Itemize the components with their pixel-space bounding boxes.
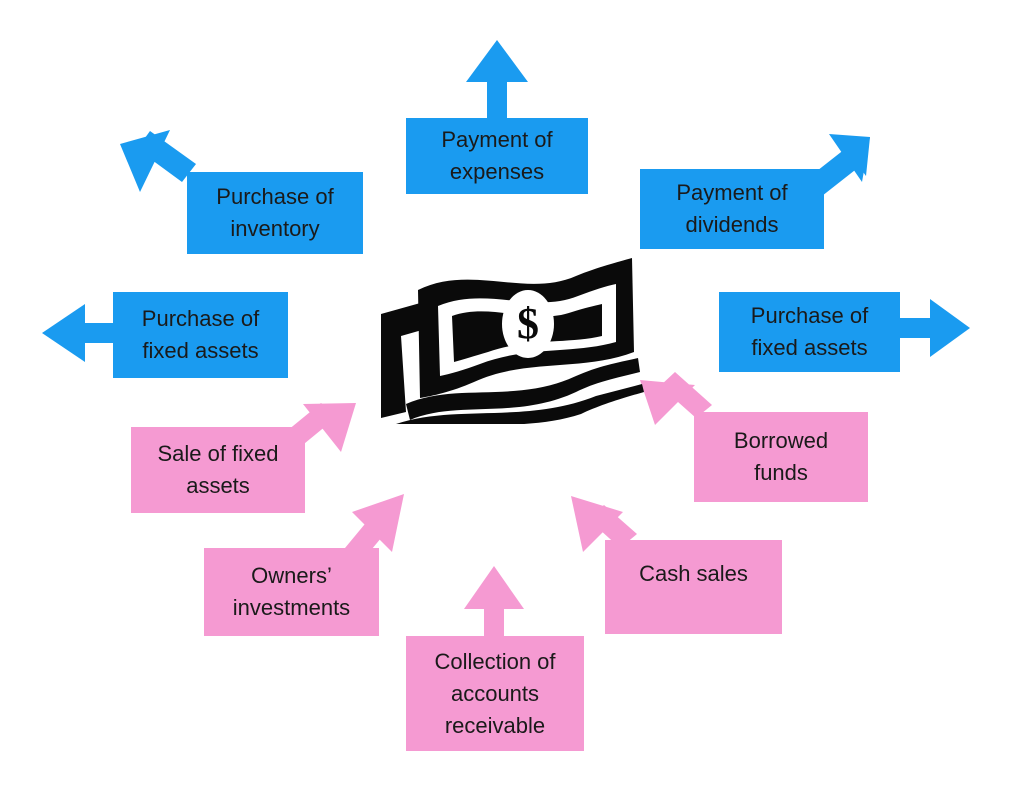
payment-of-dividends-line-1: Payment of	[676, 180, 788, 205]
owners-investments-line-1: Owners’	[251, 563, 332, 588]
sale-of-fixed-assets-line-2: assets	[186, 473, 250, 498]
purchase-of-inventory-line-2: inventory	[230, 216, 320, 241]
purchase-of-inventory-line-1: Purchase of	[216, 184, 334, 209]
arrow-collection-of-accounts-receivable	[464, 566, 524, 641]
purchase-of-fixed-assets-left-line-2: fixed assets	[142, 338, 259, 363]
purchase-of-fixed-assets-right-line-2: fixed assets	[751, 335, 868, 360]
arrow-purchase-of-inventory	[120, 130, 196, 192]
payment-of-expenses-line-2: expenses	[449, 159, 545, 184]
arrow-cash-sales	[571, 496, 637, 552]
owners-investments-box: Owners’ investments	[204, 548, 379, 636]
sale-of-fixed-assets-line-1: Sale of fixed	[157, 441, 279, 466]
arrow-purchase-of-fixed-assets-right	[898, 299, 970, 357]
collection-of-accounts-receivable-line-1: Collection of	[434, 648, 556, 674]
payment-of-expenses-box: Payment of expenses	[406, 118, 588, 194]
purchase-of-fixed-assets-right-line-1: Purchase of	[750, 303, 869, 328]
owners-investments-line-2: investments	[232, 595, 351, 620]
arrow-purchase-of-fixed-assets-left	[42, 304, 116, 362]
cash-sales-line-1: Cash sales	[639, 561, 748, 586]
cash-sales-box: Cash sales	[605, 540, 782, 634]
arrow-borrowed-funds	[640, 372, 712, 425]
sale-of-fixed-assets-box: Sale of fixed assets	[131, 427, 305, 513]
borrowed-funds-line-1: Borrowed	[733, 428, 829, 453]
dollar-bill-icon: $	[381, 258, 644, 424]
collection-of-accounts-receivable-line-3: receivable	[444, 712, 546, 738]
purchase-of-fixed-assets-right-box: Purchase of fixed assets	[719, 292, 900, 372]
purchase-of-inventory-box: Purchase of inventory	[187, 172, 363, 254]
borrowed-funds-line-2: funds	[754, 460, 808, 485]
payment-of-dividends-box: Payment of dividends	[640, 169, 824, 249]
dollar-symbol: $	[517, 299, 539, 348]
arrow-payment-of-expenses	[466, 40, 528, 120]
collection-of-accounts-receivable-box: Collection of accounts receivable	[406, 636, 584, 751]
collection-of-accounts-receivable-line-2: accounts	[450, 680, 540, 706]
payment-of-dividends-line-2: dividends	[685, 212, 779, 237]
payment-of-expenses-line-1: Payment of	[441, 127, 553, 152]
purchase-of-fixed-assets-left-box: Purchase of fixed assets	[113, 292, 288, 378]
borrowed-funds-box: Borrowed funds	[694, 412, 868, 502]
purchase-of-fixed-assets-left-line-1: Purchase of	[141, 306, 260, 331]
